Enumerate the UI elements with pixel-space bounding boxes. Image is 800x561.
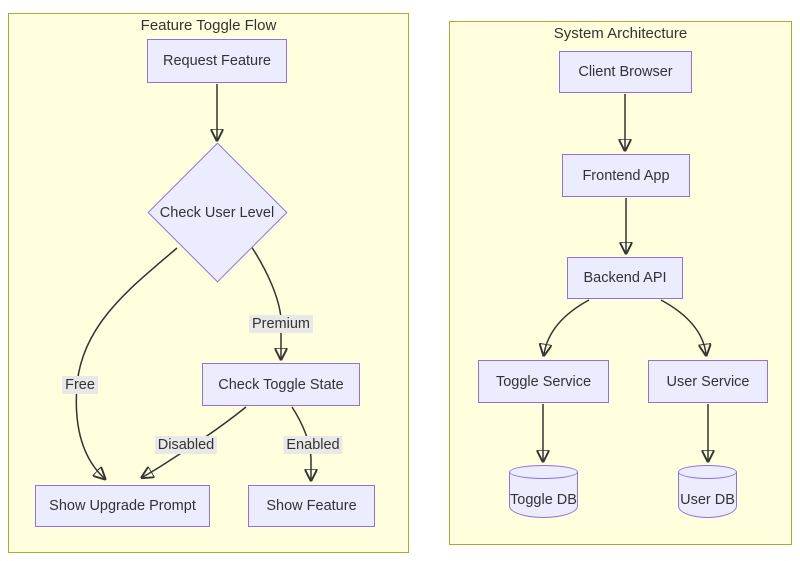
toggle-db-cylinder-body bbox=[509, 472, 578, 518]
edge-label-premium: Premium bbox=[248, 315, 314, 333]
node-request-feature: Request Feature bbox=[147, 39, 287, 83]
node-client-browser: Client Browser bbox=[559, 51, 692, 93]
cluster-title-feature-toggle-flow: Feature Toggle Flow bbox=[140, 17, 277, 34]
edge-label-disabled: Disabled bbox=[154, 436, 218, 454]
node-backend-api: Backend API bbox=[567, 257, 683, 299]
edge-label-enabled: Enabled bbox=[283, 436, 343, 454]
node-user-db-label: User DB bbox=[680, 491, 735, 508]
node-user-service: User Service bbox=[648, 360, 768, 403]
node-show-upgrade-prompt: Show Upgrade Prompt bbox=[35, 485, 210, 527]
user-db-cylinder-body bbox=[678, 472, 737, 518]
cluster-feature-toggle-flow: Feature Toggle Flow bbox=[8, 13, 409, 553]
node-toggle-db-cylinder: Toggle DB bbox=[509, 465, 578, 518]
node-show-feature: Show Feature bbox=[248, 485, 375, 527]
node-toggle-service: Toggle Service bbox=[478, 360, 609, 403]
node-check-user-level-label: Check User Level bbox=[159, 205, 275, 221]
cluster-title-system-architecture: System Architecture bbox=[553, 25, 688, 42]
node-toggle-db-label: Toggle DB bbox=[510, 491, 577, 508]
edge-label-free: Free bbox=[62, 376, 98, 394]
toggle-db-cylinder-top bbox=[509, 465, 578, 479]
user-db-cylinder-top bbox=[678, 465, 737, 479]
node-check-toggle-state: Check Toggle State bbox=[202, 363, 360, 406]
node-user-db-cylinder: User DB bbox=[678, 465, 737, 518]
node-frontend-app: Frontend App bbox=[562, 154, 690, 197]
